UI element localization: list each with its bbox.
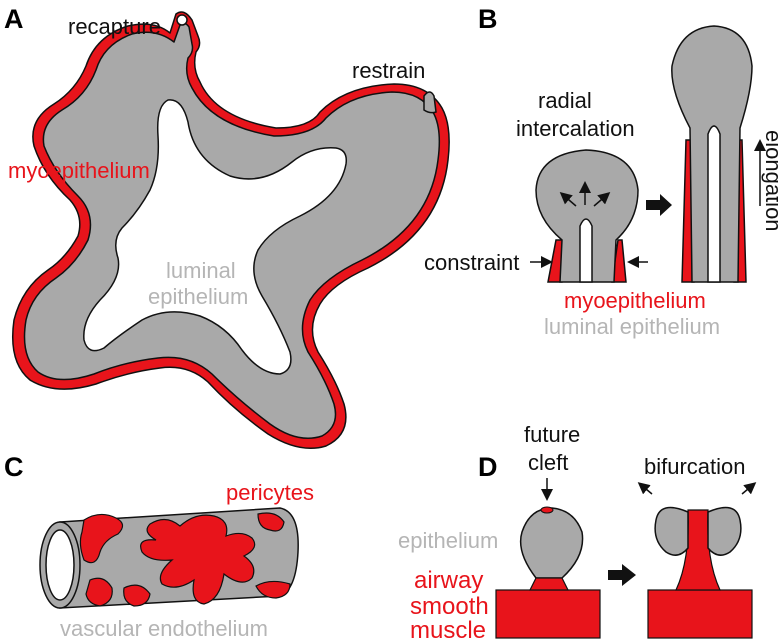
pericyte-small-2 — [86, 578, 112, 606]
arrow-diagonal-icon — [640, 484, 652, 494]
label-muscle: muscle — [410, 617, 486, 641]
label-cleft: cleft — [528, 450, 568, 475]
arrow-diagonal-icon — [742, 484, 754, 494]
panel-c: C pericytes vascular endothelium — [4, 452, 314, 641]
label-pericytes: pericytes — [226, 480, 314, 505]
panel-letter-a: A — [4, 4, 24, 34]
smooth-muscle-base-left — [496, 590, 600, 638]
label-recapture: recapture — [68, 14, 161, 39]
label-smooth: smooth — [410, 593, 489, 620]
label-luminal-a-2: epithelium — [148, 284, 248, 309]
panel-letter-d: D — [478, 452, 498, 482]
label-vascular-endothelium: vascular endothelium — [60, 616, 268, 641]
panel-a: A recapture restrain myoepithelium lumin… — [4, 4, 449, 448]
label-restrain: restrain — [352, 58, 425, 83]
epithelium-bud-left — [521, 508, 583, 578]
label-epithelium-d: epithelium — [398, 528, 498, 553]
restrain-knob — [424, 92, 436, 113]
transition-arrow-icon-b — [646, 194, 672, 216]
panel-letter-c: C — [4, 452, 24, 482]
cleft-dot — [541, 507, 553, 513]
panel-letter-b: B — [478, 4, 498, 34]
smooth-muscle-base-right — [648, 590, 752, 638]
label-bifurcation: bifurcation — [644, 454, 746, 479]
transition-arrow-icon-d — [608, 564, 636, 586]
label-constraint: constraint — [424, 250, 519, 275]
label-future: future — [524, 422, 580, 447]
bud-lumen-left — [580, 219, 592, 282]
label-airway: airway — [414, 567, 483, 594]
smooth-muscle-neck-left — [530, 578, 568, 590]
label-luminal-b: luminal epithelium — [544, 314, 720, 339]
panel-b: B radial intercalation constraint elonga… — [424, 4, 778, 339]
label-elongation: elongation — [761, 130, 778, 232]
label-intercalation: intercalation — [516, 116, 635, 141]
bud-lumen-right — [708, 126, 720, 282]
epithelium-lobe-left — [655, 508, 688, 556]
label-myoepithelium-b: myoepithelium — [564, 288, 706, 313]
panel-d: D future cleft bifurcation epithelium ai… — [398, 422, 754, 641]
label-myoepithelium-a: myoepithelium — [8, 158, 150, 183]
vessel-lumen — [46, 530, 74, 600]
label-radial: radial — [538, 88, 592, 113]
label-luminal-a-1: luminal — [166, 258, 236, 283]
epithelium-lobe-right — [708, 508, 741, 556]
recapture-circle — [177, 15, 187, 25]
